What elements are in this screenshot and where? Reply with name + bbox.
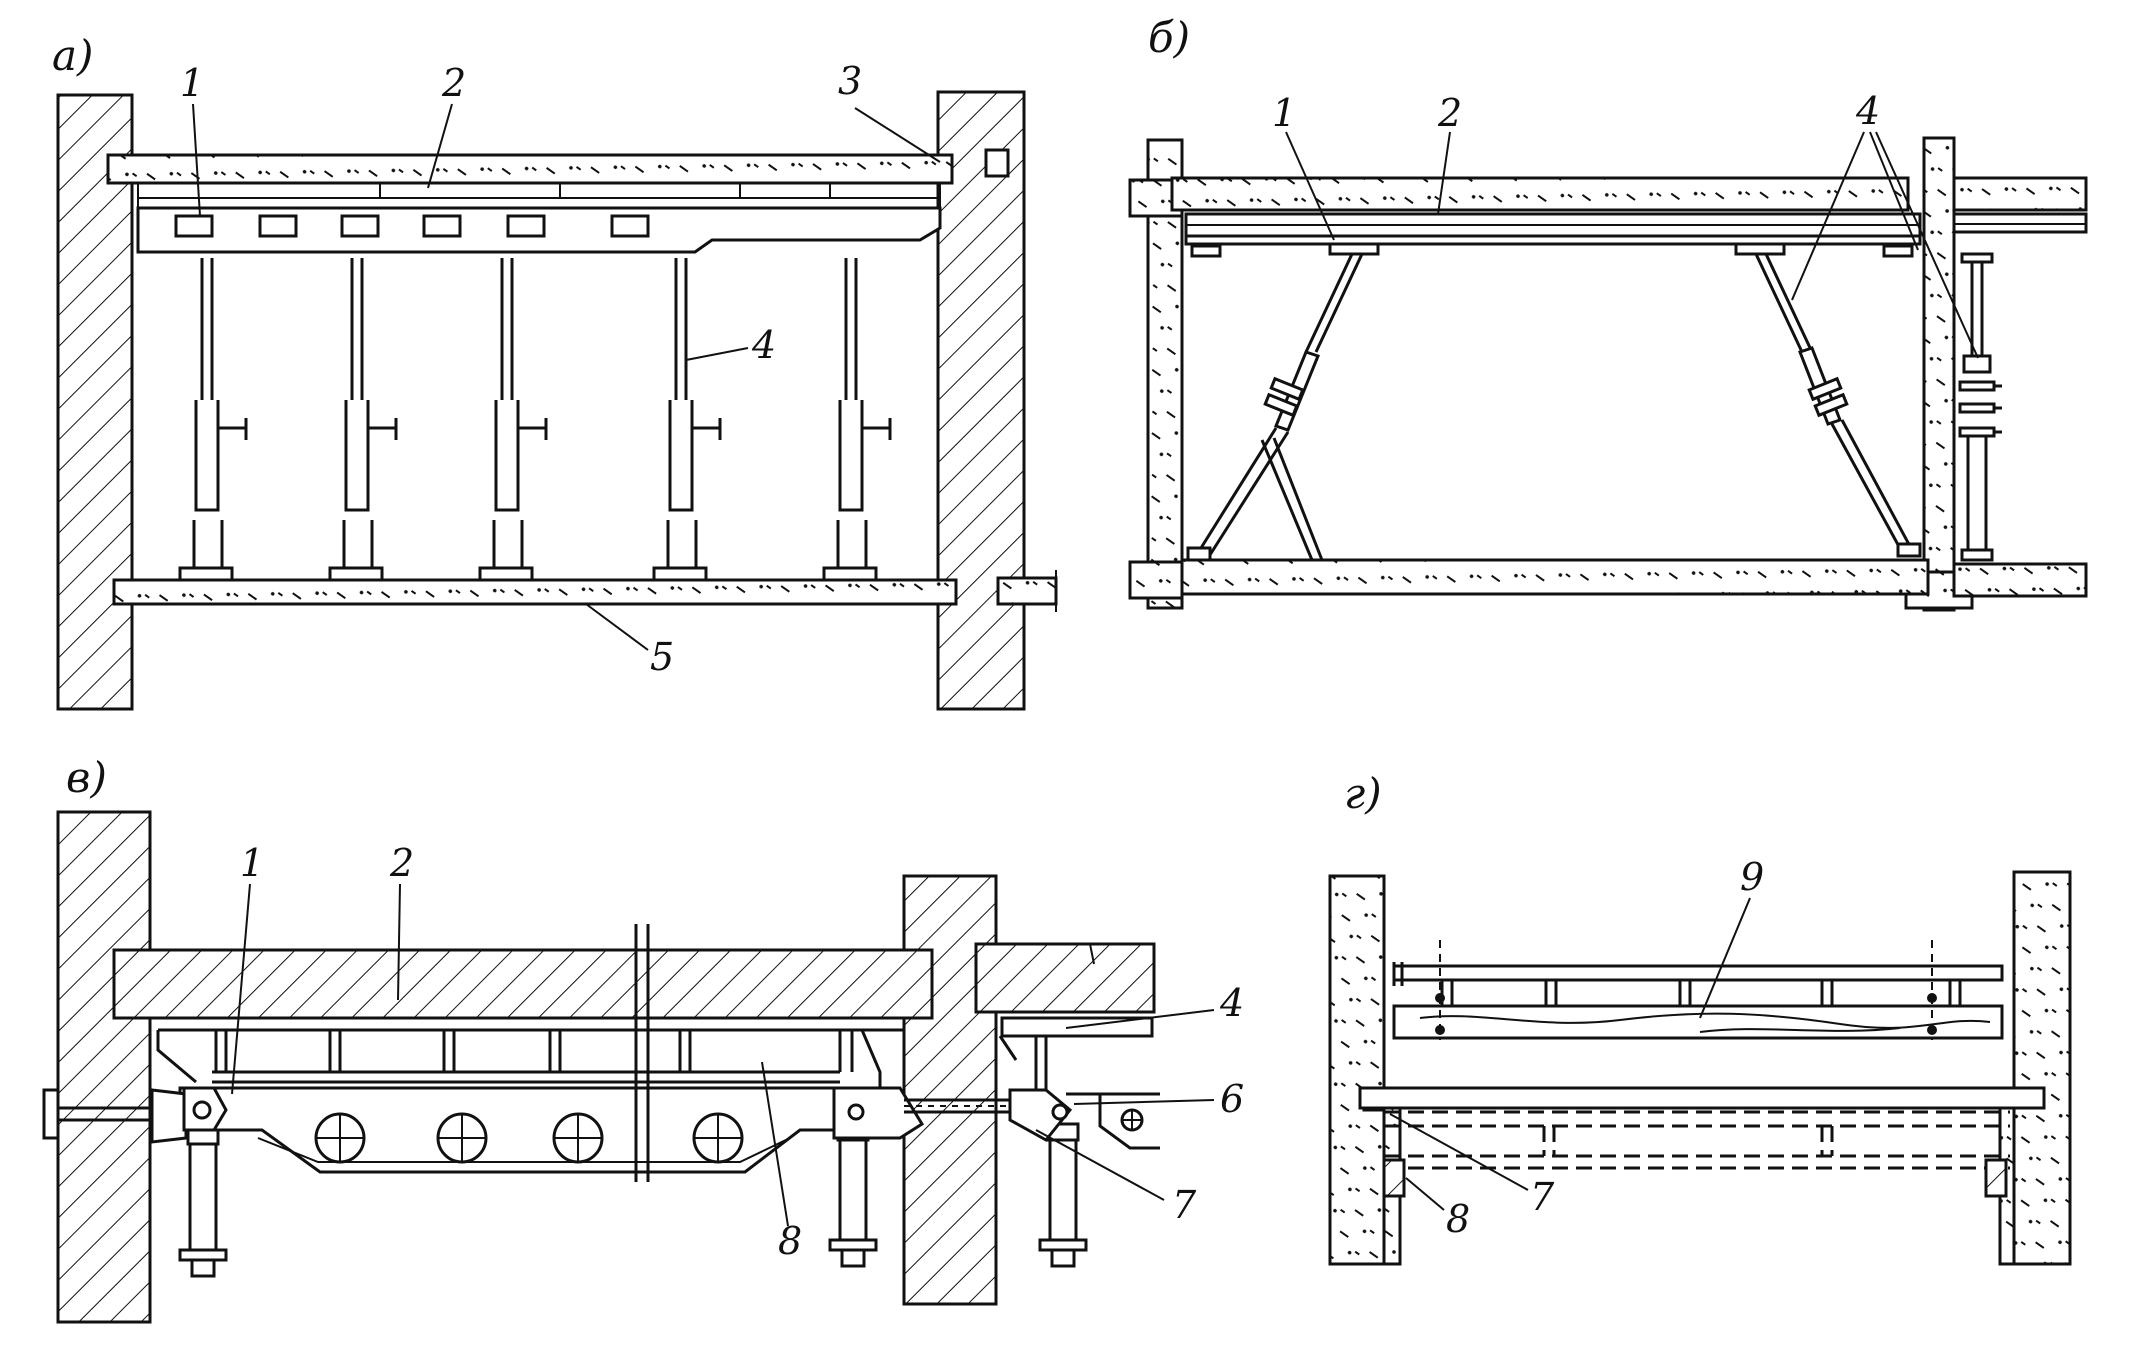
callout-label: 5 bbox=[650, 635, 674, 679]
panel-g-upper-chord bbox=[1392, 964, 2004, 982]
callout-label: 2 bbox=[441, 61, 466, 105]
callout-label: 6 bbox=[1220, 1077, 1244, 1121]
panel-b-diagonal-prop bbox=[1754, 253, 1922, 558]
panel-v-label: в) bbox=[66, 753, 107, 802]
panel-b-upper-slab bbox=[1170, 176, 1910, 212]
panel-b-lower-slab bbox=[1180, 558, 1930, 596]
panel-a-prop bbox=[328, 258, 398, 582]
callout-label: 4 bbox=[1219, 981, 1244, 1025]
panel-v-formwork-truss bbox=[156, 1016, 904, 1090]
callout-label: 7 bbox=[1172, 1183, 1197, 1227]
panel-g: г) bbox=[1328, 769, 2072, 1266]
panel-a-prop bbox=[178, 258, 248, 582]
callout-label: 1 bbox=[180, 61, 204, 105]
panel-a-right-wall bbox=[936, 90, 1026, 711]
callout-label: 3 bbox=[838, 59, 862, 103]
panel-g-support-block bbox=[1382, 1158, 1406, 1198]
panel-a-prop bbox=[652, 258, 722, 582]
panel-g-left-wall bbox=[1328, 874, 1386, 1266]
panel-b-next-lower-slab bbox=[1952, 562, 2088, 598]
panel-b: б) bbox=[1128, 13, 2088, 612]
callout-label: 7 bbox=[1530, 1175, 1555, 1219]
callout-label: 1 bbox=[240, 841, 264, 885]
panel-a-wall-niche bbox=[984, 148, 1010, 178]
callout-label: 4 bbox=[1855, 89, 1880, 133]
panel-v-slab bbox=[112, 948, 934, 1020]
panel-g-right-wall bbox=[2012, 870, 2072, 1266]
panel-v-support-beam bbox=[178, 1086, 852, 1174]
panel-a-upper-slab bbox=[106, 153, 954, 185]
callout-label: 8 bbox=[1446, 1197, 1470, 1241]
panel-b-vertical-prop bbox=[1958, 252, 2002, 562]
callout-label: 2 bbox=[389, 841, 414, 885]
panel-a: а) bbox=[52, 31, 1058, 711]
panel-v-screw-jack bbox=[178, 1128, 228, 1278]
callout-label: 8 bbox=[778, 1219, 802, 1263]
callout-label: 2 bbox=[1437, 91, 1462, 135]
panel-a-prop bbox=[822, 258, 892, 582]
callout-label: 9 bbox=[1740, 855, 1764, 899]
panel-b-diagonal-prop bbox=[1186, 253, 1364, 562]
panel-v-wall-anchor bbox=[42, 1086, 228, 1144]
panel-a-adjacent-slab bbox=[996, 576, 1058, 606]
callout-label: 4 bbox=[751, 323, 776, 367]
panel-g-original-position bbox=[1358, 1086, 2046, 1170]
callout-label: 1 bbox=[1272, 91, 1296, 135]
panel-g-lifted-formwork bbox=[1392, 940, 2004, 1040]
panel-g-deck bbox=[1392, 1004, 2004, 1040]
panel-a-label: а) bbox=[52, 31, 93, 80]
panel-b-next-upper-slab bbox=[1952, 176, 2088, 212]
panel-v-screw-jack bbox=[828, 1122, 878, 1268]
panel-b-label: б) bbox=[1148, 13, 1190, 62]
panel-v-left-wall bbox=[56, 810, 152, 1324]
panel-b-left-column bbox=[1146, 138, 1184, 610]
panel-v-right-wall bbox=[902, 874, 998, 1306]
panel-v: в) bbox=[42, 753, 1244, 1324]
panel-g-label: г) bbox=[1344, 769, 1382, 818]
panel-v-connection-node bbox=[832, 1086, 1160, 1150]
panel-g-support-block bbox=[1984, 1158, 2008, 1198]
panel-v-next-slab bbox=[974, 942, 1156, 1014]
panel-a-lower-slab bbox=[112, 578, 958, 606]
panel-a-prop bbox=[478, 258, 548, 582]
panel-b-right-column bbox=[1922, 136, 1956, 612]
panel-a-left-wall bbox=[56, 93, 134, 711]
